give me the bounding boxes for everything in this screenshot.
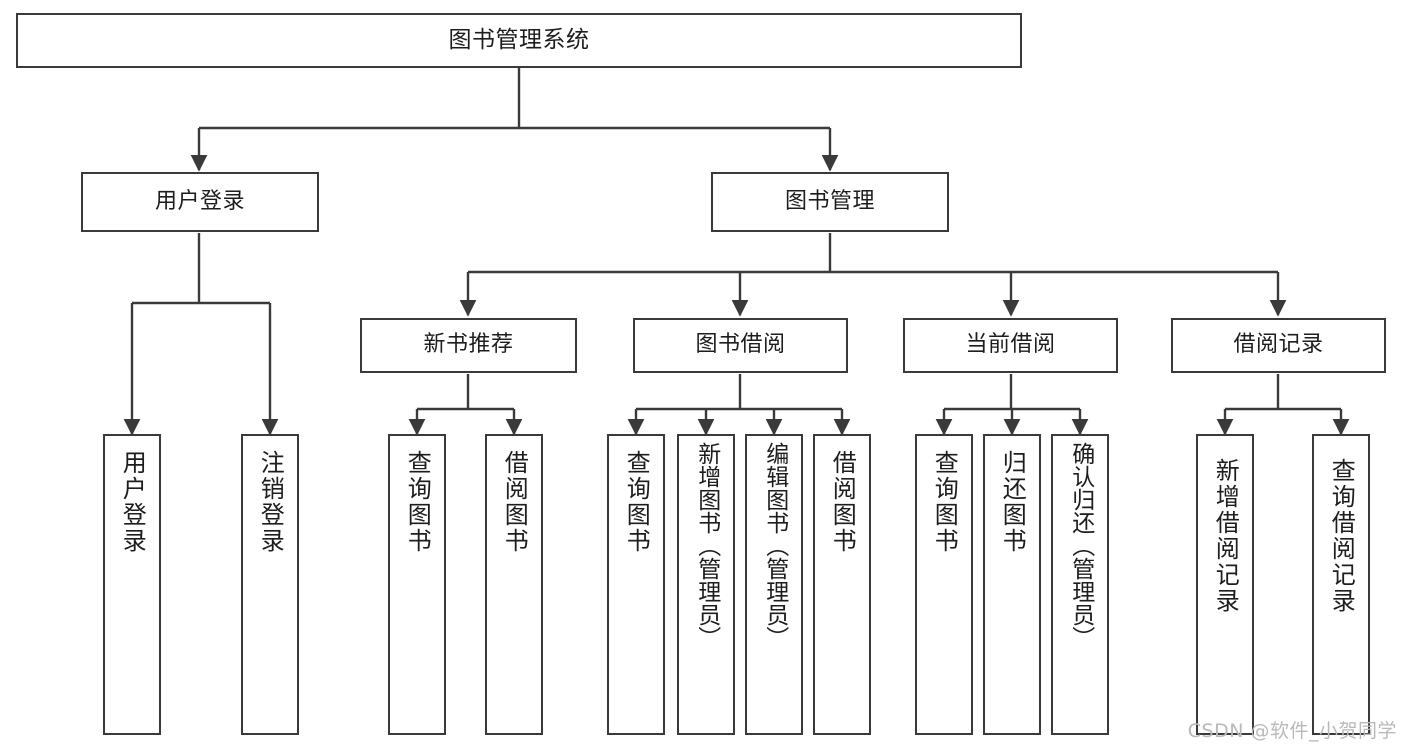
node-current-borrow-label: 当前借阅 [965,332,1056,358]
node-user-login-label: 用户登录 [154,188,245,214]
node-root-label: 图书管理系统 [448,26,590,53]
node-root[interactable]: 图书管理系统 [16,13,1022,68]
node-book-borrow[interactable]: 图书借阅 [633,318,848,373]
node-current-borrow[interactable]: 当前借阅 [903,318,1118,373]
node-leaf-user-login-label: 用户登录 [118,450,147,554]
node-leaf-borrow-book-2[interactable]: 借阅图书 [813,434,871,735]
node-borrow-record-label: 借阅记录 [1233,332,1324,358]
node-leaf-query-book-2[interactable]: 查询图书 [607,434,665,735]
node-leaf-confirm-return-label: 确认归还（管理员） [1067,442,1094,649]
node-leaf-return-book[interactable]: 归还图书 [983,434,1041,735]
node-leaf-user-login[interactable]: 用户登录 [103,434,161,735]
node-user-login[interactable]: 用户登录 [81,172,319,232]
csdn-watermark: CSDN @软件_小贺同学 [1187,720,1397,742]
node-leaf-query-book-2-label: 查询图书 [622,450,651,554]
node-borrow-record[interactable]: 借阅记录 [1171,318,1386,373]
node-leaf-borrow-book-2-label: 借阅图书 [828,450,857,554]
node-leaf-edit-book-label: 编辑图书（管理员） [761,442,788,649]
node-leaf-add-book-label: 新增图书（管理员） [693,442,720,649]
node-leaf-borrow-book-1[interactable]: 借阅图书 [485,434,543,735]
node-leaf-return-book-label: 归还图书 [998,450,1027,554]
node-leaf-query-record[interactable]: 查询借阅记录 [1312,434,1370,735]
node-leaf-add-book[interactable]: 新增图书（管理员） [677,434,735,735]
node-leaf-logout-login[interactable]: 注销登录 [241,434,299,735]
node-new-book-recommend[interactable]: 新书推荐 [360,318,577,373]
node-leaf-query-book-1-label: 查询图书 [403,450,432,554]
node-new-book-recommend-label: 新书推荐 [423,332,514,358]
node-book-management[interactable]: 图书管理 [711,172,949,232]
node-leaf-query-book-1[interactable]: 查询图书 [388,434,446,735]
node-leaf-confirm-return[interactable]: 确认归还（管理员） [1051,434,1109,735]
node-book-management-label: 图书管理 [784,188,875,214]
node-leaf-borrow-book-1-label: 借阅图书 [500,450,529,554]
node-leaf-query-record-label: 查询借阅记录 [1327,458,1356,614]
node-leaf-logout-login-label: 注销登录 [256,450,285,554]
node-leaf-query-book-3[interactable]: 查询图书 [915,434,973,735]
node-leaf-query-book-3-label: 查询图书 [930,450,959,554]
node-leaf-edit-book[interactable]: 编辑图书（管理员） [745,434,803,735]
node-leaf-add-record[interactable]: 新增借阅记录 [1196,434,1254,735]
node-leaf-add-record-label: 新增借阅记录 [1211,458,1240,614]
node-book-borrow-label: 图书借阅 [695,332,786,358]
